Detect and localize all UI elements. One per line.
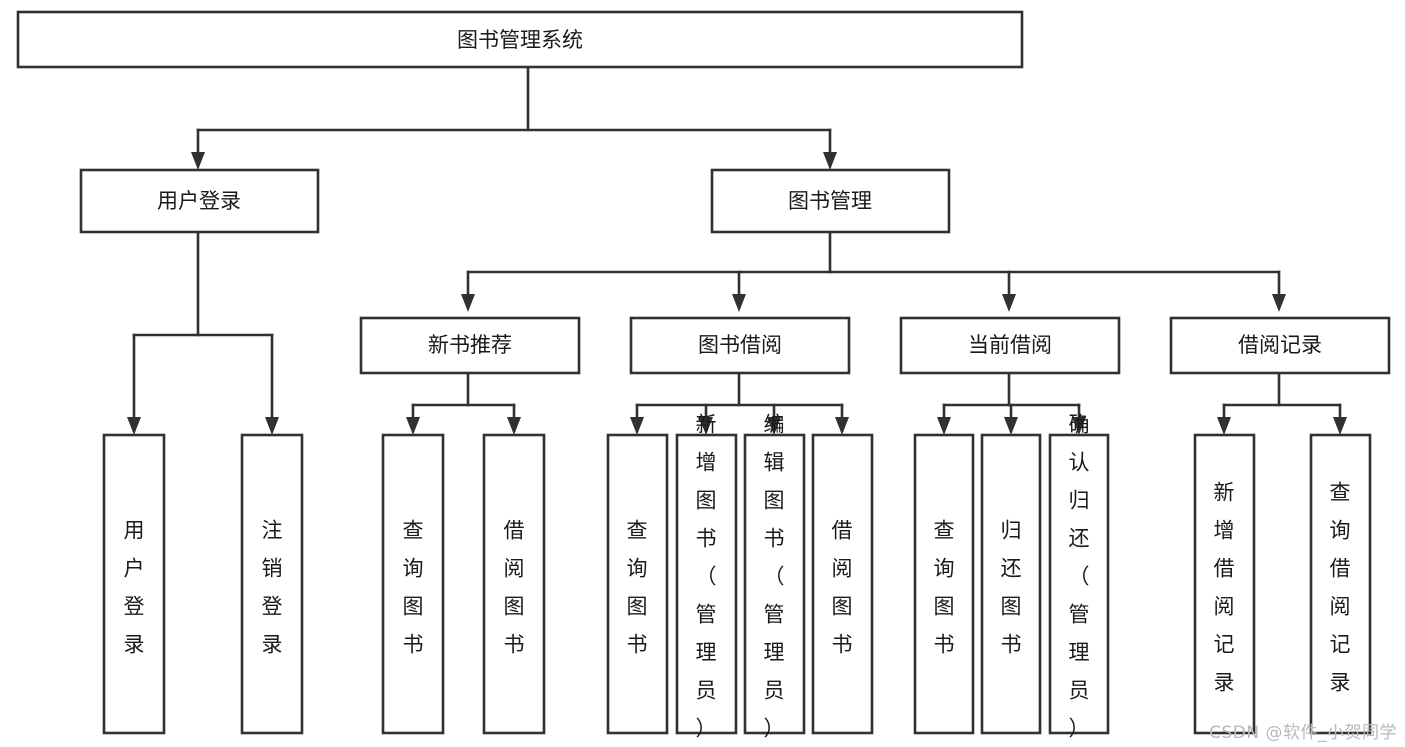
node-current-box[interactable] [899,316,1121,375]
node-newbook-box[interactable] [359,316,581,375]
node-login[interactable]: 用户登录 [79,168,320,234]
node-borrow-1[interactable]: 查询图书 [606,433,669,735]
node-current-label: 当前借阅 [968,333,1052,357]
node-current-1-label: 查询图书 [934,519,955,657]
node-newbook-1-label: 查询图书 [403,519,424,657]
node-record-2-label: 查询借阅记录 [1330,481,1351,695]
node-newbook-2-box[interactable] [482,433,546,735]
node-borrow-4[interactable]: 借阅图书 [811,433,874,735]
arrowhead-borrow-1 [630,417,644,435]
edge-group-current [937,371,1086,435]
node-borrow-4-label: 借阅图书 [832,519,853,657]
node-current[interactable]: 当前借阅 [899,316,1121,375]
node-borrow-label: 图书借阅 [698,333,782,357]
node-record-1-label: 新增借阅记录 [1214,481,1235,695]
node-record-label: 借阅记录 [1238,333,1322,357]
edge-group-login [127,230,279,435]
arrowhead-login-1 [127,417,141,435]
arrowhead-login [191,152,205,170]
node-login-1[interactable]: 用户登录 [102,433,166,735]
node-borrow-2-box[interactable] [675,433,738,735]
node-borrow-4-box[interactable] [811,433,874,735]
arrowhead-record-2 [1333,417,1347,435]
arrowhead-current [1002,294,1016,312]
node-bookmgmt-label: 图书管理 [788,189,872,213]
node-root-box[interactable] [16,10,1024,69]
node-bookmgmt-box[interactable] [710,168,951,234]
arrowhead-current-1 [937,417,951,435]
node-login-1-label: 用户登录 [124,519,145,657]
node-borrow-1-box[interactable] [606,433,669,735]
edge-group-borrow [630,371,849,435]
node-login-box[interactable] [79,168,320,234]
node-login-2[interactable]: 注销登录 [240,433,304,735]
node-record-1-box[interactable] [1193,433,1256,735]
node-bookmgmt[interactable]: 图书管理 [710,168,951,234]
node-newbook-1-box[interactable] [381,433,445,735]
edge-group-newbook [406,371,521,435]
arrowhead-newbook-1 [406,417,420,435]
node-root[interactable]: 图书管理系统 [16,10,1024,69]
node-current-2[interactable]: 归还图书 [980,433,1042,735]
node-current-1-box[interactable] [913,433,975,735]
node-login-1-box[interactable] [102,433,166,735]
node-current-3-box[interactable] [1048,433,1110,735]
node-newbook-1[interactable]: 查询图书 [381,433,445,735]
node-record-box[interactable] [1169,316,1391,375]
node-newbook-2[interactable]: 借阅图书 [482,433,546,735]
node-record-2-box[interactable] [1309,433,1372,735]
arrowhead-borrow-3 [767,417,781,435]
node-current-2-box[interactable] [980,433,1042,735]
edge-group-bookmgmt [461,230,1286,312]
node-borrow-2[interactable]: 新增图书（管理员） [675,413,738,741]
edge-group-root [191,65,837,170]
csdn-watermark: CSDN @软件_小贺同学 [1209,723,1397,743]
arrowhead-current-3 [1072,417,1086,435]
node-borrow[interactable]: 图书借阅 [629,316,851,375]
arrowhead-borrow-4 [835,417,849,435]
node-current-2-label: 归还图书 [1001,519,1022,657]
arrowhead-newbook [461,294,475,312]
arrowhead-current-2 [1004,417,1018,435]
node-borrow-box[interactable] [629,316,851,375]
node-borrow-1-label: 查询图书 [627,519,648,657]
node-login-2-box[interactable] [240,433,304,735]
arrowhead-borrow [732,294,746,312]
arrowhead-newbook-2 [507,417,521,435]
node-login-2-label: 注销登录 [262,519,283,657]
node-login-label: 用户登录 [157,189,241,213]
arrowhead-bookmgmt [823,152,837,170]
node-borrow-3-box[interactable] [743,433,806,735]
node-borrow-3-label: 编辑图书（管理员） [764,413,785,741]
arrowhead-record [1272,294,1286,312]
node-newbook[interactable]: 新书推荐 [359,316,581,375]
node-current-3-label: 确认归还（管理员） [1069,413,1090,741]
node-root-label: 图书管理系统 [457,28,583,52]
node-newbook-2-label: 借阅图书 [504,519,525,657]
node-borrow-2-label: 新增图书（管理员） [696,413,717,741]
arrowhead-record-1 [1217,417,1231,435]
node-current-3[interactable]: 确认归还（管理员） [1048,413,1110,741]
arrowhead-login-2 [265,417,279,435]
node-record-1[interactable]: 新增借阅记录 [1193,433,1256,735]
node-record-2[interactable]: 查询借阅记录 [1309,433,1372,735]
node-newbook-label: 新书推荐 [428,333,512,357]
node-current-1[interactable]: 查询图书 [913,433,975,735]
node-record[interactable]: 借阅记录 [1169,316,1391,375]
node-borrow-3[interactable]: 编辑图书（管理员） [743,413,806,741]
arrowhead-borrow-2 [699,417,713,435]
edge-group-record [1217,371,1347,435]
